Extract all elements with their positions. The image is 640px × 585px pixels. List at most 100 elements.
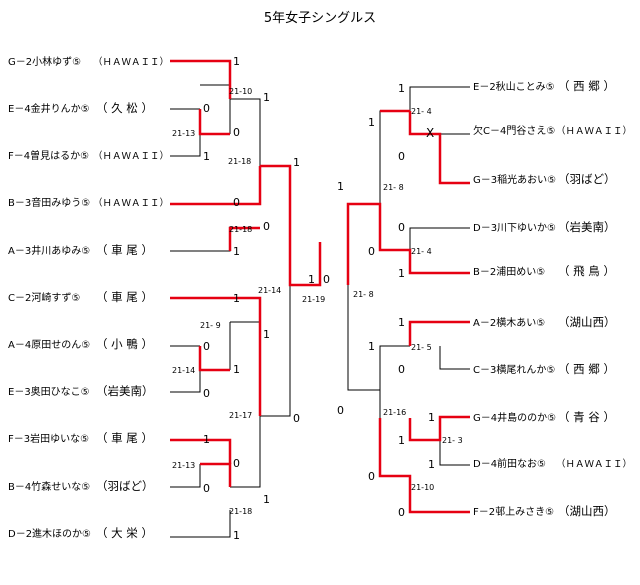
player-name: B－4竹森せいな⑤ — [8, 480, 90, 493]
match-score: 21-16 — [383, 408, 406, 417]
game-count: 1 — [203, 433, 210, 446]
right-player: G－4井島ののか⑤ （ 青 谷 ） — [473, 410, 615, 424]
winner-path — [228, 226, 260, 251]
left-player: E－4金井りんか⑤ （ 久 松 ） — [8, 101, 153, 115]
player-team: （ 車 尾 ） — [96, 243, 153, 257]
match-score: 21- 5 — [411, 343, 432, 352]
bracket-line — [439, 440, 470, 466]
winner-path — [170, 296, 262, 416]
game-count: 1 — [398, 434, 405, 447]
match-score: 21- 8 — [353, 290, 374, 299]
player-name: B－3音田みゆう⑤ — [8, 196, 90, 209]
player-team: （ＨＡＷＡＩＩ） — [556, 458, 632, 470]
game-count: 1 — [233, 55, 240, 68]
left-player: F－4曽見はるか⑤ （ＨＡＷＡＩＩ） — [8, 149, 169, 162]
player-name: D－4前田なお⑤ — [473, 457, 546, 470]
winner-path — [198, 109, 230, 136]
game-count: 0 — [263, 220, 270, 233]
match-score: 21-18 — [228, 157, 251, 166]
winner-path — [170, 59, 232, 99]
player-team: （岩美南） — [96, 384, 154, 398]
winner-path — [200, 462, 232, 487]
winner-path — [378, 418, 470, 514]
player-team: （ 西 郷 ） — [558, 362, 615, 376]
player-name: F－4曽見はるか⑤ — [8, 149, 89, 162]
player-name: G－3稲光あおい⑤ — [473, 173, 556, 186]
match-score: 21-13 — [172, 461, 195, 470]
bracket-line — [170, 134, 201, 157]
game-count: 1 — [428, 411, 435, 424]
game-count: 0 — [398, 506, 405, 519]
player-name: C－3横尾れんか⑤ — [473, 363, 555, 376]
game-count: 0 — [233, 457, 240, 470]
match-score: 21- 9 — [200, 321, 221, 330]
left-player: B－3音田みゆう⑤ （ＨＡＷＡＩＩ） — [8, 196, 169, 209]
game-count: 0 — [233, 126, 240, 139]
winner-path — [408, 415, 470, 442]
match-score: 21- 3 — [442, 436, 463, 445]
match-score: 21-14 — [258, 286, 281, 295]
bracket-line — [230, 416, 261, 488]
game-count: 1 — [263, 328, 270, 341]
bracket-line — [230, 98, 261, 166]
bracket-line — [170, 510, 231, 538]
player-team: （羽ばど） — [96, 479, 154, 493]
match-score: 21-13 — [172, 129, 195, 138]
match-score: 21-18 — [229, 507, 252, 516]
player-name: E－2秋山ことみ⑤ — [473, 80, 555, 93]
player-team: （ 久 松 ） — [96, 101, 153, 115]
right-player-list: E－2秋山ことみ⑤ （ 西 郷 ） 欠C－4門谷さえ⑤ （ＨＡＷＡＩＩ） G－3… — [473, 79, 632, 518]
player-name: D－3川下ゆいか⑤ — [473, 222, 556, 234]
match-score: 21-17 — [229, 411, 252, 420]
game-count: 1 — [337, 180, 344, 193]
winner-path — [346, 202, 470, 285]
game-count: 1 — [398, 316, 405, 329]
match-score: 21- 4 — [411, 247, 432, 256]
game-count: 0 — [323, 273, 330, 286]
game-count: 0 — [368, 470, 375, 483]
player-name: A－2横木あい⑤ — [473, 316, 545, 329]
player-name: E－3奥田ひなこ⑤ — [8, 385, 90, 398]
bracket-line — [170, 370, 201, 393]
left-player: A－3井川あゆみ⑤ （ 車 尾 ） — [8, 243, 153, 257]
game-count: 1 — [428, 458, 435, 471]
winner-path — [408, 111, 470, 185]
match-score: 21-10 — [229, 87, 252, 96]
player-team: （ 小 鴨 ） — [96, 337, 153, 351]
match-score: 21- 4 — [411, 107, 432, 116]
game-count: 1 — [263, 91, 270, 104]
left-player: C－2河崎すず⑤ （ 車 尾 ） — [8, 290, 153, 304]
game-count: 1 — [368, 116, 375, 129]
bracket-line — [409, 86, 470, 111]
player-team: （ＨＡＷＡＩＩ） — [556, 125, 632, 137]
left-player: G－2小林ゆず⑤ （ＨＡＷＡＩＩ） — [8, 55, 169, 68]
game-count: 0 — [398, 363, 405, 376]
right-player: F－2邨上みさき⑤ （湖山西） — [473, 504, 616, 518]
player-team: （ 青 谷 ） — [558, 410, 615, 424]
game-count: 0 — [233, 196, 240, 209]
player-team: （ 大 栄 ） — [96, 526, 153, 540]
game-count: 1 — [398, 82, 405, 95]
game-count: 1 — [233, 363, 240, 376]
bracket-title: 5年女子シングルス — [264, 10, 376, 26]
winner-lines — [170, 59, 470, 514]
winner-path — [170, 438, 232, 464]
player-team: （岩美南） — [558, 220, 616, 234]
player-team: （湖山西） — [558, 504, 616, 518]
winner-path — [170, 166, 262, 206]
game-count: 0 — [203, 340, 210, 353]
player-name: C－2河崎すず⑤ — [8, 291, 80, 304]
game-count: 1 — [263, 493, 270, 506]
player-name: G－4井島ののか⑤ — [473, 411, 556, 424]
bracket-line — [379, 345, 410, 418]
bracket-line — [439, 346, 470, 370]
player-name: B－2浦田めい⑤ — [473, 265, 545, 278]
left-player: A－4原田せのん⑤ （ 小 鴨 ） — [8, 337, 153, 351]
winner-path — [198, 346, 230, 372]
player-team: （ＨＡＷＡＩＩ） — [93, 197, 169, 209]
match-score: 21-14 — [172, 366, 195, 375]
right-player: E－2秋山ことみ⑤ （ 西 郷 ） — [473, 79, 615, 93]
player-team: （ＨＡＷＡＩＩ） — [93, 56, 169, 68]
game-count: 0 — [368, 245, 375, 258]
bracket-line — [170, 228, 231, 252]
